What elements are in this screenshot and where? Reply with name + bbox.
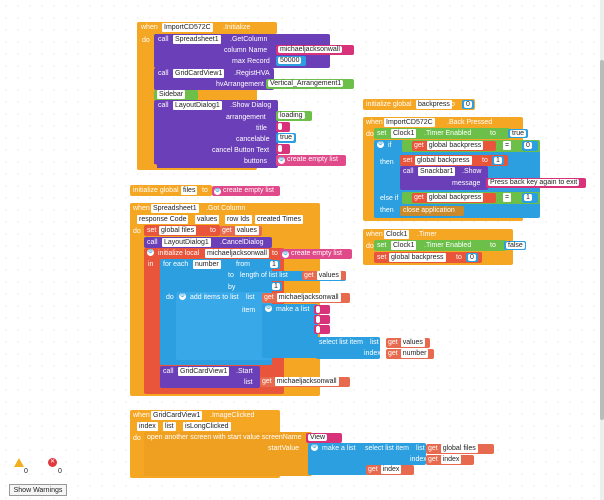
- loading-component[interactable]: loading: [276, 111, 312, 121]
- gear-icon: ⚙: [214, 188, 221, 195]
- screen-name-string[interactable]: View: [306, 433, 342, 443]
- get-index-2[interactable]: get index: [366, 465, 414, 475]
- init-global-backpress-block[interactable]: initialize global backpress to: [363, 99, 475, 110]
- show-warnings-button[interactable]: Show Warnings: [9, 484, 67, 496]
- param-is-long-clicked[interactable]: isLongClicked: [183, 422, 231, 431]
- param-index[interactable]: index: [137, 422, 158, 431]
- backpress-init-value[interactable]: 0: [462, 100, 474, 109]
- spreadsheet-dropdown[interactable]: Spreadsheet1: [173, 35, 221, 44]
- param-values[interactable]: values: [195, 215, 220, 224]
- gear-icon: ⚙: [311, 444, 318, 451]
- column-name-label: column Name: [224, 47, 268, 54]
- get-index-1[interactable]: get index: [426, 455, 474, 465]
- gear-icon: ⚙: [278, 157, 285, 164]
- start-get-michaeljacksonwall[interactable]: get michaeljacksonwall: [260, 377, 350, 387]
- when-label: when: [141, 24, 158, 31]
- warning-icon: [14, 458, 24, 467]
- open-another-screen-block[interactable]: open another screen with start value scr…: [144, 432, 312, 476]
- arrangement-label: arrangement: [226, 114, 266, 121]
- by-1[interactable]: 1: [270, 282, 282, 291]
- scrollbar-thumb[interactable]: [600, 60, 604, 420]
- cancelable-label: cancelable: [236, 136, 270, 143]
- title-empty-string[interactable]: [276, 122, 290, 132]
- length-of-list[interactable]: length of list list get values: [238, 271, 346, 281]
- gridcard-start-block[interactable]: call GridCardView1 .Start list: [160, 366, 260, 388]
- back-pressed-component-dropdown[interactable]: ImportCD572C: [384, 118, 435, 127]
- start-gridcard-dropdown[interactable]: GridCardView1: [178, 367, 230, 376]
- files-create-empty-list[interactable]: ⚙create empty list: [212, 186, 280, 196]
- local-create-empty-list[interactable]: ⚙create empty list: [280, 249, 352, 259]
- layout-dialog-dropdown[interactable]: LayoutDialog1: [173, 101, 222, 110]
- cancel-dialog-block[interactable]: call LayoutDialog1 .CancelDialog: [144, 237, 272, 248]
- hv-arrangement-label: hvArrangement: [216, 81, 264, 88]
- param-created-times[interactable]: created Times: [255, 215, 303, 224]
- timer-false[interactable]: false: [504, 241, 526, 250]
- cancel-text-empty-string[interactable]: [276, 144, 290, 154]
- initialize-event-header[interactable]: when ImportCD572C .Initialize: [137, 22, 277, 34]
- param-list[interactable]: list: [163, 422, 176, 431]
- do-label: do: [142, 37, 150, 44]
- from-1[interactable]: 1: [268, 260, 280, 269]
- timer-true[interactable]: true: [508, 129, 528, 138]
- gridcard-dropdown[interactable]: GridCardView1: [173, 69, 225, 78]
- show-dialog-call-block[interactable]: call LayoutDialog1 .Show Dialog arrangem…: [154, 100, 278, 168]
- snackbar-dropdown[interactable]: Snackbar1: [418, 167, 456, 176]
- set-global-backpress-1[interactable]: set global backpress to 1: [400, 155, 508, 166]
- message-string[interactable]: Press back key again to exit: [486, 178, 586, 188]
- set-clock-timer-false-block[interactable]: set Clock1 .Timer Enabled to: [374, 240, 506, 251]
- close-application-block[interactable]: close application: [400, 206, 464, 216]
- set-clock-timer-enabled-block[interactable]: set Clock1 .Timer Enabled to: [374, 128, 510, 139]
- make-a-list-block[interactable]: ⚙ make a list: [262, 304, 318, 358]
- warning-count: 0: [24, 468, 28, 475]
- component-dropdown[interactable]: ImportCD572C: [162, 23, 213, 32]
- set-global-files-block[interactable]: set global files to: [144, 225, 220, 236]
- list-item-empty-1[interactable]: [314, 305, 330, 314]
- gear-icon: ⚙: [147, 249, 154, 256]
- init-global-files-block[interactable]: initialize global files to: [130, 185, 212, 196]
- title-label: title: [256, 125, 267, 132]
- column-name-string[interactable]: michaeljacksonwall: [276, 45, 354, 55]
- cancelable-true[interactable]: true: [276, 133, 296, 143]
- compare-backpress-0[interactable]: get global backpress = 0: [402, 140, 540, 152]
- reset-global-backpress[interactable]: set global backpress to 0: [374, 252, 482, 263]
- gear-icon: ⚙: [179, 293, 186, 300]
- max-record-number[interactable]: 50000: [276, 56, 306, 66]
- select-list-item-files-block[interactable]: select list item list index: [362, 443, 427, 465]
- list-item-empty-2[interactable]: [314, 315, 330, 324]
- snackbar-show-block[interactable]: call Snackbar1 .Show message: [400, 166, 488, 190]
- param-response-code[interactable]: response Code: [137, 215, 189, 224]
- compare-backpress-1[interactable]: get global backpress = 1: [402, 192, 540, 204]
- error-indicator[interactable]: ✕: [48, 458, 57, 467]
- cancel-layout-dialog-dropdown[interactable]: LayoutDialog1: [162, 238, 211, 247]
- create-empty-list-buttons[interactable]: ⚙create empty list: [276, 155, 346, 166]
- select-get-values[interactable]: get values: [386, 338, 430, 348]
- backpress-name[interactable]: backpress: [416, 100, 452, 109]
- image-clicked-gridcard-dropdown[interactable]: GridCardView1: [151, 411, 203, 420]
- error-icon: ✕: [48, 458, 57, 467]
- vertical-arrangement-component[interactable]: Vertical_Arrangement1: [266, 79, 354, 89]
- event-name: .Initialize: [223, 24, 251, 31]
- sidebar-component-block[interactable]: Sidebar: [154, 90, 198, 100]
- get-global-files[interactable]: get global files: [426, 444, 494, 454]
- clock-dropdown[interactable]: Clock1: [384, 230, 410, 239]
- param-row-ids[interactable]: row Ids: [225, 215, 252, 224]
- gear-icon: ⚙: [377, 141, 384, 148]
- select-get-number[interactable]: get number: [386, 349, 434, 359]
- warning-indicator[interactable]: [14, 458, 24, 467]
- gear-icon: ⚙: [282, 251, 289, 258]
- error-count: 0: [58, 468, 62, 475]
- message-label: message: [452, 180, 481, 187]
- cancel-button-text-label: cancel Button Text: [212, 147, 270, 154]
- got-column-spreadsheet-dropdown[interactable]: Spreadsheet1: [151, 204, 199, 213]
- add-items-to-list-block[interactable]: ⚙ add items to list list item: [176, 292, 272, 360]
- get-michaeljacksonwall[interactable]: get michaeljacksonwall: [262, 293, 350, 303]
- registhva-call-block[interactable]: call GridCardView1 .RegistHVA hvArrangem…: [154, 68, 274, 90]
- select-list-item-block[interactable]: select list item list index: [316, 337, 381, 359]
- max-record-label: max Record: [232, 58, 270, 65]
- buttons-label: buttons: [244, 158, 267, 165]
- get-values[interactable]: get values: [220, 226, 262, 236]
- make-a-list-start-block[interactable]: ⚙ make a list: [308, 443, 368, 475]
- list-item-empty-3[interactable]: [314, 325, 330, 334]
- gear-icon: ⚙: [265, 305, 272, 312]
